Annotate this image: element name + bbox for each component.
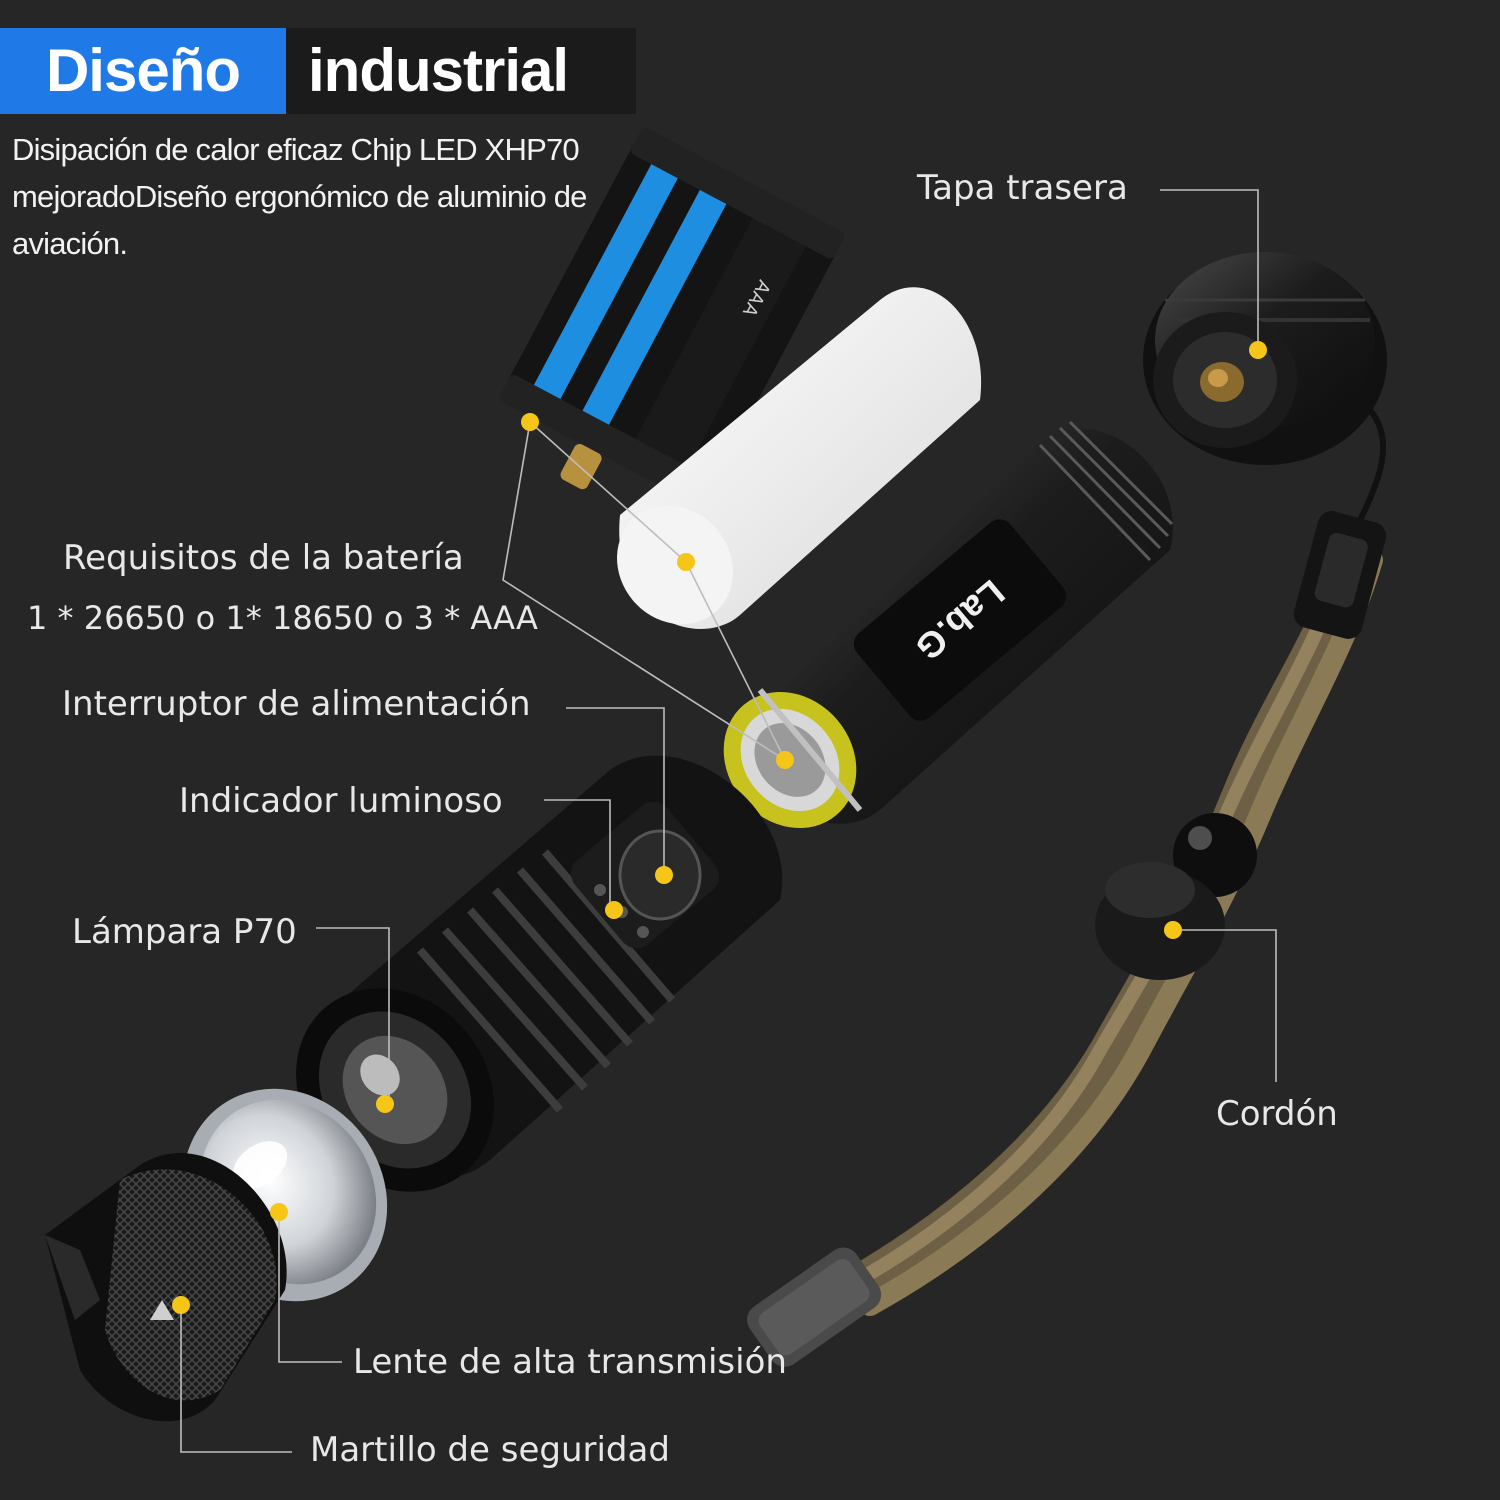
- safety-hammer-bezel: [45, 1152, 287, 1422]
- tail-cap: [1143, 252, 1387, 465]
- marker-indicator: [776, 751, 794, 769]
- callout-markers: [172, 341, 1267, 1314]
- label-safety-hammer: Martillo de seguridad: [310, 1430, 670, 1470]
- feature-description: Disipación de calor eficaz Chip LED XHP7…: [12, 132, 587, 261]
- label-battery-requirements: Requisitos de la batería: [63, 538, 464, 578]
- marker-lamp: [376, 1095, 394, 1113]
- title-rest: industrial: [286, 28, 636, 114]
- marker-lanyard: [1164, 921, 1182, 939]
- battery-sleeve: [617, 287, 982, 629]
- marker-tail-cap: [1249, 341, 1267, 359]
- body-tube: Lab.G: [723, 420, 1174, 829]
- lanyard: [747, 408, 1387, 1367]
- label-battery-types: 1 * 26650 o 1* 18650 o 3 * AAA: [27, 599, 538, 637]
- marker-power-switch: [655, 866, 673, 884]
- label-lens: Lente de alta transmisión: [353, 1342, 787, 1382]
- label-tail-cap: Tapa trasera: [917, 168, 1128, 208]
- label-power-switch: Interruptor de alimentación: [62, 684, 531, 724]
- marker-indicator-leds: [605, 901, 623, 919]
- leader-lines: [180, 189, 1277, 1453]
- flashlight-head: [296, 755, 783, 1192]
- marker-sleeve: [677, 553, 695, 571]
- marker-lens: [270, 1203, 288, 1221]
- title-highlight: Diseño: [0, 28, 286, 114]
- marker-battery-contact: [521, 413, 539, 431]
- label-indicator-light: Indicador luminoso: [179, 781, 503, 821]
- label-lamp: Lámpara P70: [72, 912, 297, 952]
- marker-hammer: [172, 1296, 190, 1314]
- label-lanyard: Cordón: [1216, 1094, 1338, 1134]
